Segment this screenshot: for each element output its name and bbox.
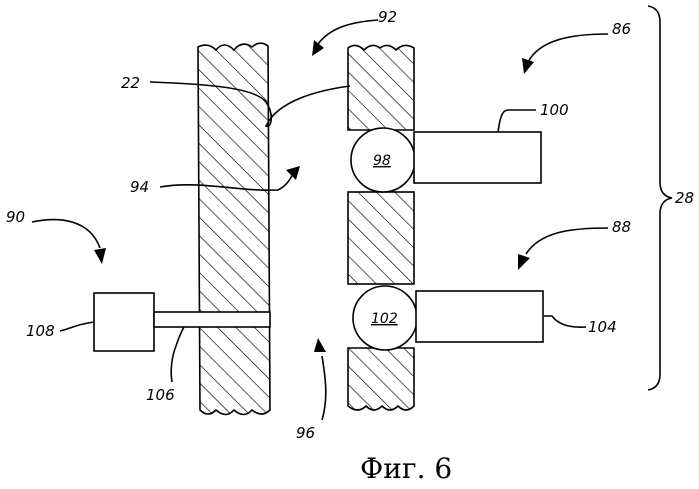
figure-caption: Фиг. 6 bbox=[360, 452, 452, 485]
left-wall bbox=[198, 43, 270, 414]
arrow-88 bbox=[526, 228, 608, 254]
label-92: 92 bbox=[378, 8, 397, 26]
actuator-104 bbox=[416, 291, 543, 342]
label-98: 98 bbox=[373, 153, 391, 169]
sensor-108 bbox=[94, 293, 154, 351]
label-86: 86 bbox=[612, 20, 631, 38]
label-88: 88 bbox=[612, 218, 631, 236]
arrow-92 bbox=[318, 20, 378, 44]
label-108: 108 bbox=[26, 322, 55, 340]
leader-104 bbox=[544, 316, 586, 327]
label-96: 96 bbox=[296, 424, 315, 442]
label-102: 102 bbox=[371, 311, 398, 327]
arrow-86 bbox=[528, 34, 608, 62]
arrowhead-90 bbox=[94, 248, 106, 264]
right-wall-middle-block bbox=[348, 192, 414, 284]
leader-106 bbox=[171, 327, 184, 382]
label-28: 28 bbox=[675, 189, 694, 207]
arrowhead-88 bbox=[518, 254, 530, 270]
arrow-96 bbox=[322, 356, 326, 420]
arrowhead-96 bbox=[314, 338, 326, 352]
arrowhead-86 bbox=[522, 58, 534, 74]
rod-106 bbox=[154, 312, 270, 327]
right-wall-lower-block bbox=[348, 348, 414, 410]
brace-28 bbox=[648, 6, 672, 390]
label-90: 90 bbox=[6, 208, 25, 226]
label-22: 22 bbox=[121, 74, 140, 92]
leader-108 bbox=[60, 322, 94, 331]
actuator-100 bbox=[414, 132, 541, 183]
leader-100 bbox=[498, 110, 536, 132]
arrowhead-92 bbox=[312, 40, 324, 56]
label-94: 94 bbox=[130, 178, 149, 196]
arrow-90 bbox=[32, 220, 100, 248]
arrowhead-94 bbox=[286, 166, 300, 180]
right-wall-upper-block bbox=[348, 45, 414, 130]
label-100: 100 bbox=[540, 101, 569, 119]
label-106: 106 bbox=[146, 386, 175, 404]
label-104: 104 bbox=[588, 318, 617, 336]
